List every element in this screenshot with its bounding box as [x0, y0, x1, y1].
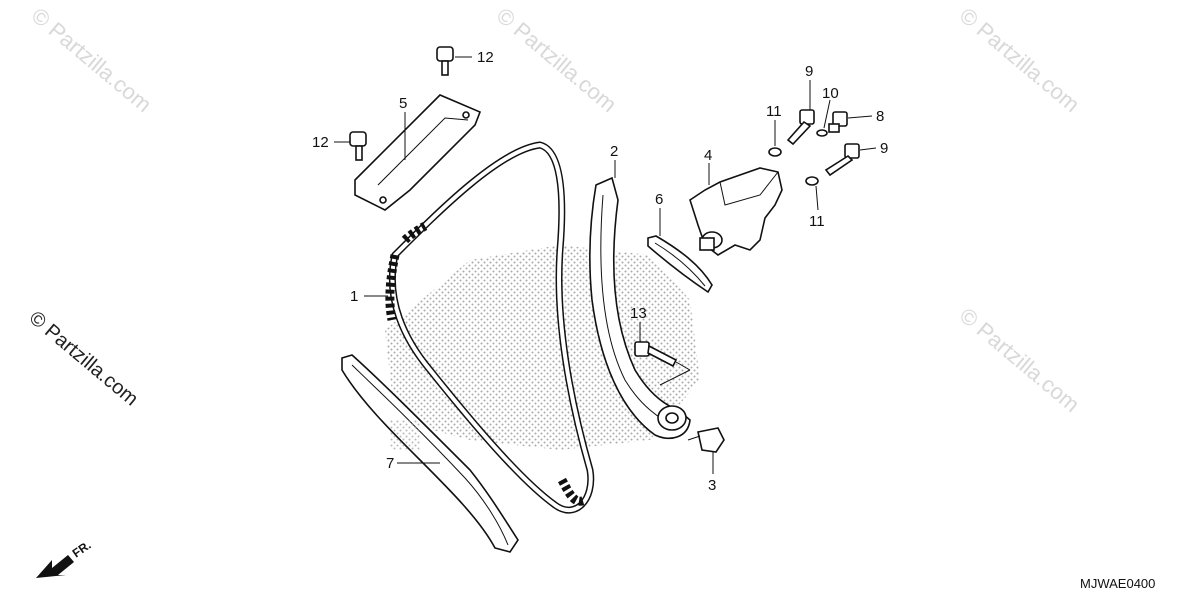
callout-3: 3: [708, 477, 716, 494]
leader-lines: [334, 56, 877, 474]
callout-9-top: 9: [805, 63, 813, 80]
watermark-mid-right: © Partzilla.com: [955, 303, 1085, 417]
callout-12-left: 12: [312, 134, 329, 151]
flange-bolt-icon: [436, 46, 454, 76]
flange-bolt-icon: [634, 341, 678, 368]
callout-2: 2: [610, 143, 618, 160]
tensioner-arm-icon: [589, 176, 691, 439]
callout-5: 5: [399, 95, 407, 112]
gasket-icon: [647, 235, 713, 294]
callout-13: 13: [630, 305, 647, 322]
watermark-top-right: © Partzilla.com: [955, 3, 1085, 117]
flange-bolt-icon: [824, 143, 860, 177]
callout-4: 4: [704, 147, 712, 164]
pivot-bolt-icon: [687, 427, 725, 453]
callout-7: 7: [386, 455, 394, 472]
flange-bolt-icon: [786, 109, 815, 146]
washer-icon: [768, 147, 782, 157]
cam-chain-tensioner-lifter-icon: [689, 167, 783, 256]
front-label: FR.: [70, 538, 94, 561]
callout-12-top: 12: [477, 49, 494, 66]
callout-11-top: 11: [766, 103, 782, 120]
chain-guide-plate-icon: [354, 94, 482, 211]
callout-6: 6: [655, 191, 663, 208]
cam-chain-icon: [385, 141, 595, 514]
callout-10: 10: [822, 85, 839, 102]
washer-icon: [816, 129, 828, 137]
washer-icon: [805, 176, 819, 186]
diagram-code: MJWAE0400: [1080, 576, 1155, 591]
watermark-top-left: © Partzilla.com: [27, 3, 157, 117]
callout-1: 1: [350, 288, 358, 305]
front-direction-arrow-icon: FR.: [36, 538, 94, 578]
chain-guide-icon: [341, 354, 519, 553]
watermark-left: © Partzilla.com: [25, 307, 142, 410]
callout-11-bottom: 11: [809, 213, 825, 230]
callout-9-right: 9: [880, 140, 888, 157]
callout-8: 8: [876, 108, 884, 125]
watermark-top-center: © Partzilla.com: [492, 3, 622, 117]
dotted-logo-background: [385, 245, 700, 450]
sealing-bolt-icon: [828, 111, 848, 133]
flange-bolt-icon: [349, 131, 367, 161]
